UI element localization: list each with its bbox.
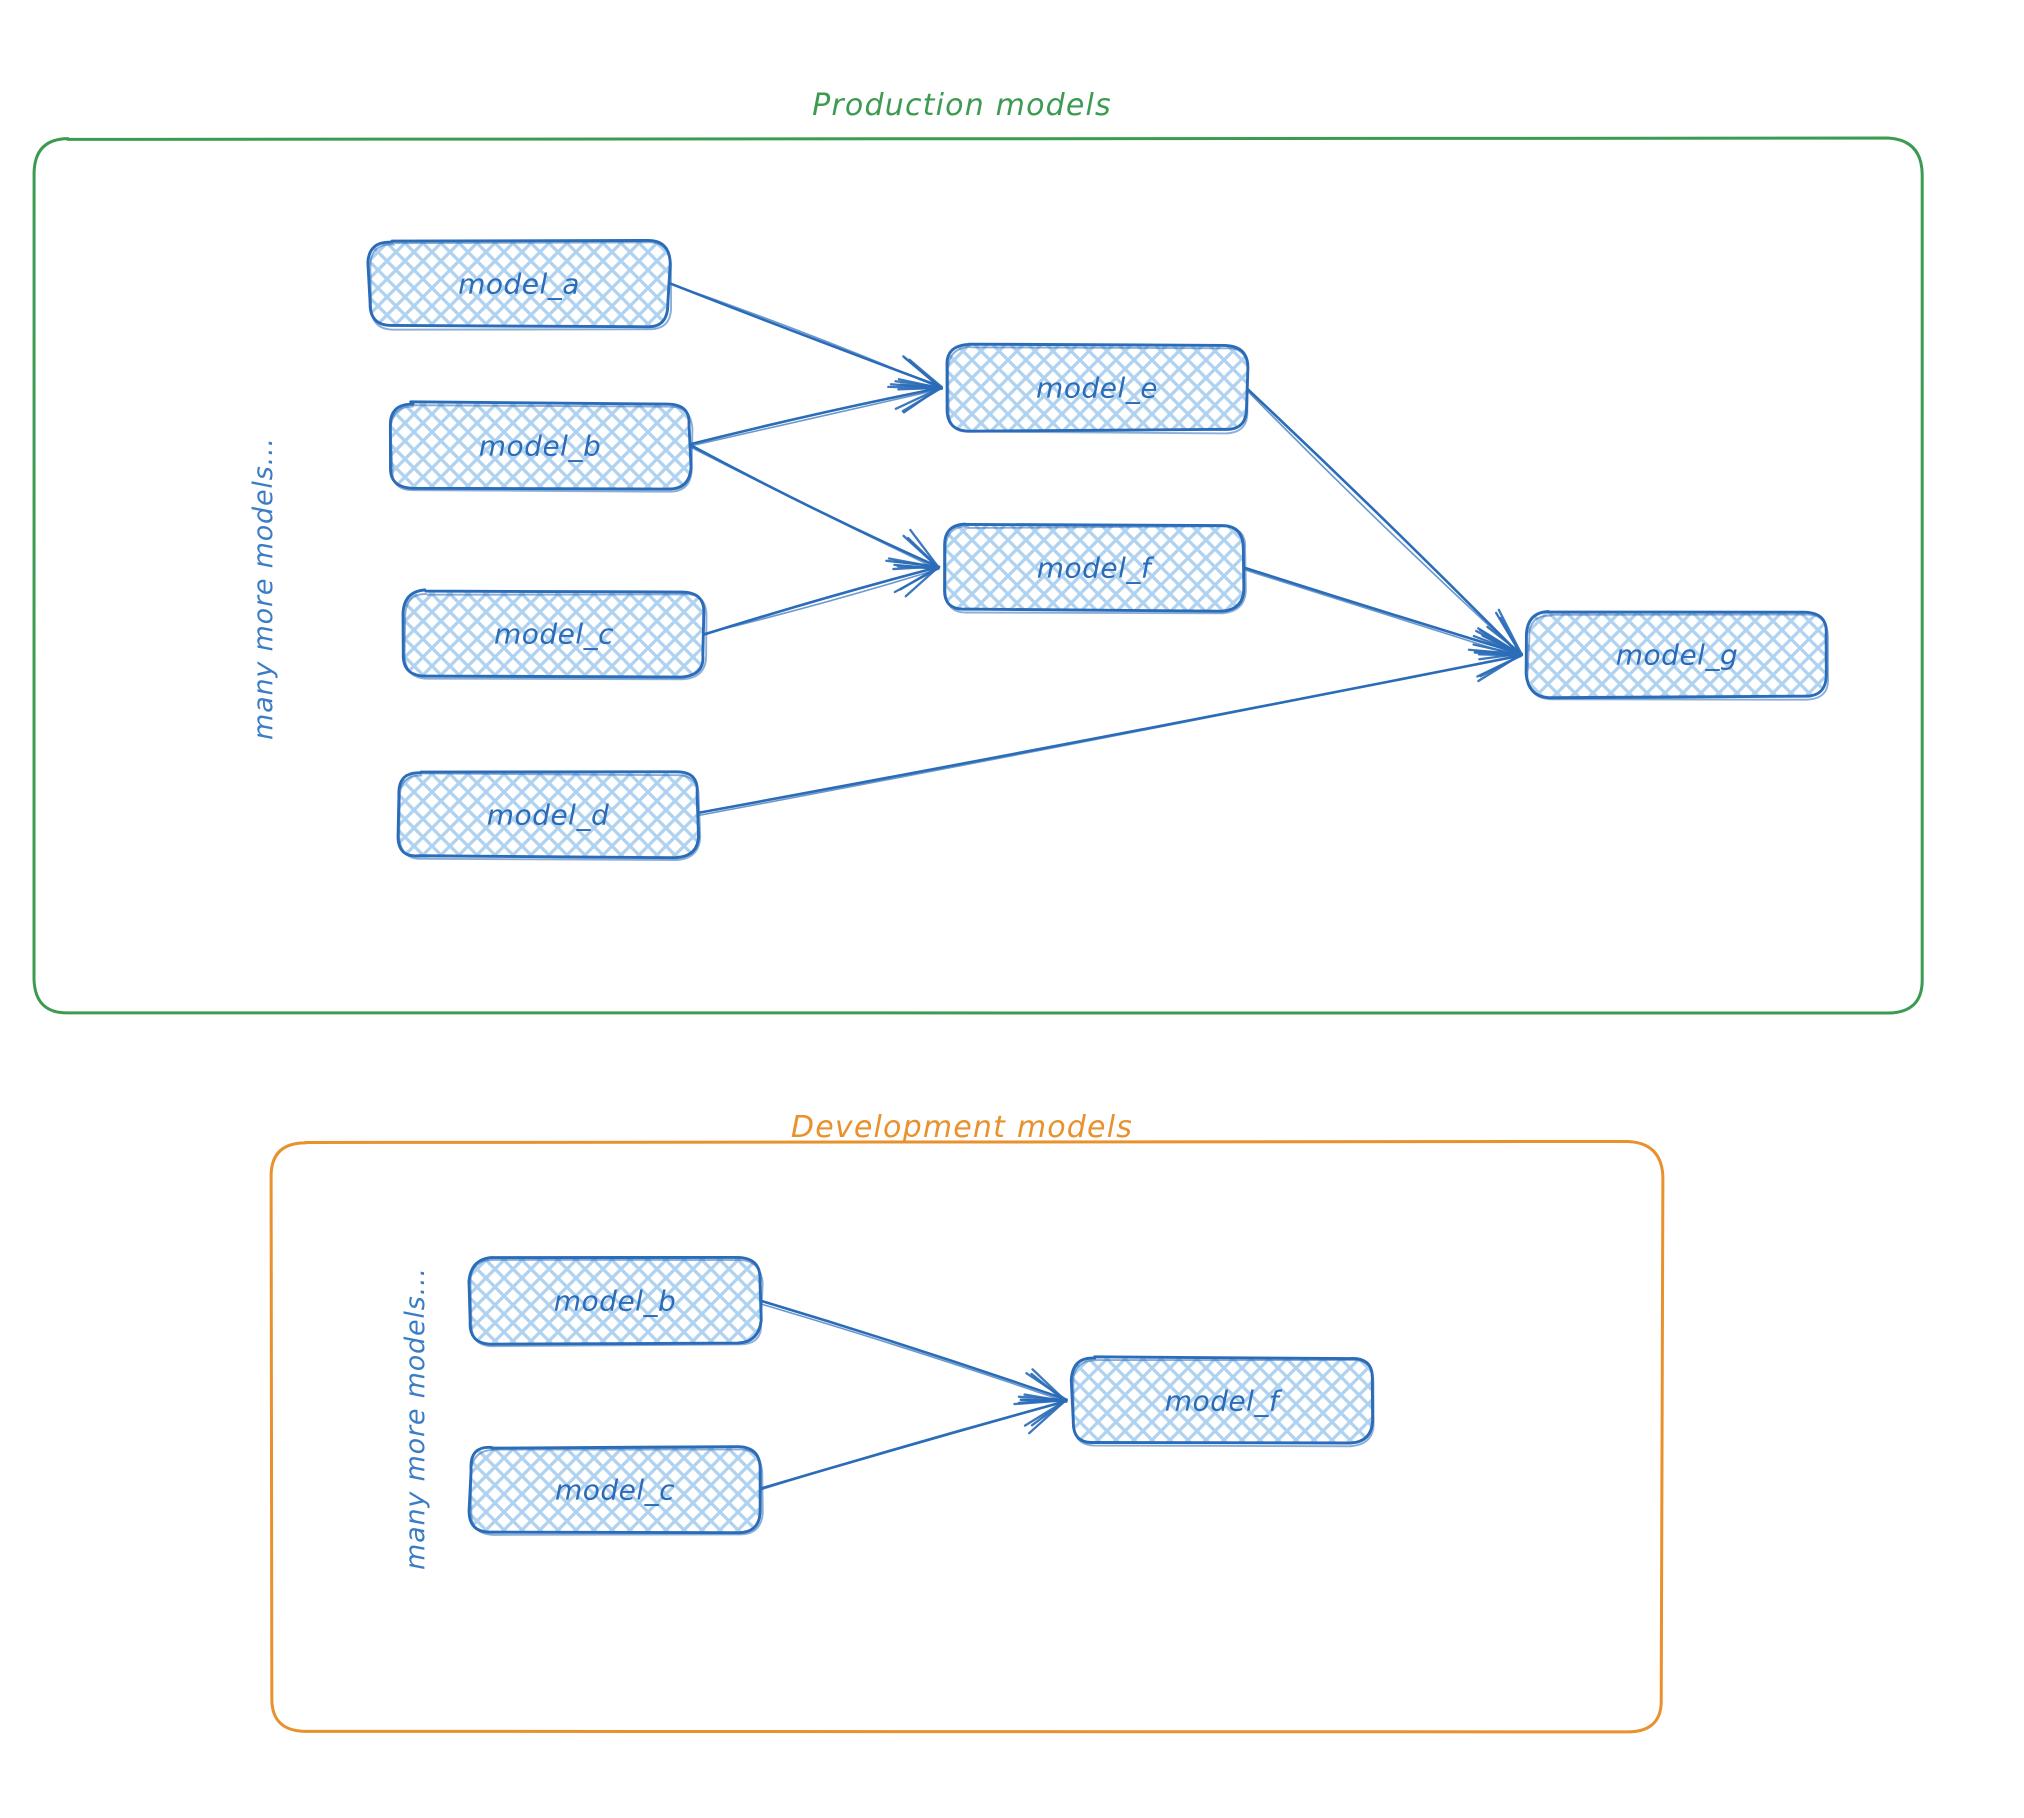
node-border-prod_model_g xyxy=(1526,613,1829,701)
node-fill-dev_model_b xyxy=(469,1257,761,1343)
group-container-development xyxy=(269,1139,1665,1734)
node-label-dev_model_f: model_f xyxy=(1164,1384,1280,1417)
node-label-prod_model_d: model_d xyxy=(486,798,610,831)
node-border-prod_model_e xyxy=(947,345,1249,435)
node-label-prod_model_b: model_b xyxy=(478,429,602,462)
group-container-shapes xyxy=(32,136,1924,1734)
node-border-dev_model_f xyxy=(1072,1359,1375,1448)
node-label-prod_model_a: model_a xyxy=(458,267,580,300)
node-fill-prod_model_a xyxy=(369,240,670,327)
group-title-production: Production models xyxy=(812,88,1112,123)
node-label-prod_model_e: model_e xyxy=(1036,371,1158,404)
edge-a-to-e xyxy=(667,281,944,391)
edge-devc-to-devf xyxy=(759,1393,1068,1491)
edge-b-to-e xyxy=(688,378,943,447)
node-fill-prod_model_f xyxy=(943,525,1245,611)
side-note-production: many more models... xyxy=(248,437,279,740)
node-border-prod_model_d xyxy=(396,770,700,860)
node-fill-dev_model_c xyxy=(469,1446,760,1533)
node-border-prod_model_f xyxy=(943,522,1246,613)
edge-e-to-g xyxy=(1244,386,1524,657)
node-border-prod_model_d xyxy=(398,772,702,861)
group-title-development: Development models xyxy=(790,1110,1134,1145)
node-fill-dev_model_f xyxy=(1071,1357,1372,1444)
edge-b-to-f xyxy=(689,444,941,570)
node-shapes xyxy=(366,239,1829,1536)
edge-c-to-f xyxy=(703,560,941,636)
group-container-production xyxy=(32,136,1924,1015)
node-fill-prod_model_g xyxy=(1526,611,1827,698)
node-label-dev_model_c: model_c xyxy=(554,1473,676,1506)
node-fill-prod_model_d xyxy=(397,771,699,858)
node-label-prod_model_c: model_c xyxy=(493,617,615,650)
edge-d-to-g xyxy=(696,643,1523,817)
node-label-dev_model_b: model_b xyxy=(553,1284,677,1317)
node-border-prod_model_a xyxy=(369,241,673,331)
node-border-dev_model_c xyxy=(469,1448,764,1536)
node-label-prod_model_g: model_g xyxy=(1615,638,1739,671)
node-border-prod_model_c xyxy=(403,593,708,681)
node-border-dev_model_b xyxy=(469,1258,764,1348)
node-fill-prod_model_c xyxy=(403,590,705,677)
node-fill-prod_model_e xyxy=(946,344,1248,431)
edge-arrows xyxy=(667,281,1524,1491)
node-fill-prod_model_b xyxy=(390,403,691,489)
node-label-prod_model_f: model_f xyxy=(1036,551,1152,584)
edge-devb-to-devf xyxy=(757,1299,1068,1406)
node-border-prod_model_f xyxy=(944,525,1247,615)
side-note-development: many more models... xyxy=(400,1267,431,1570)
node-border-prod_model_b xyxy=(389,404,694,493)
